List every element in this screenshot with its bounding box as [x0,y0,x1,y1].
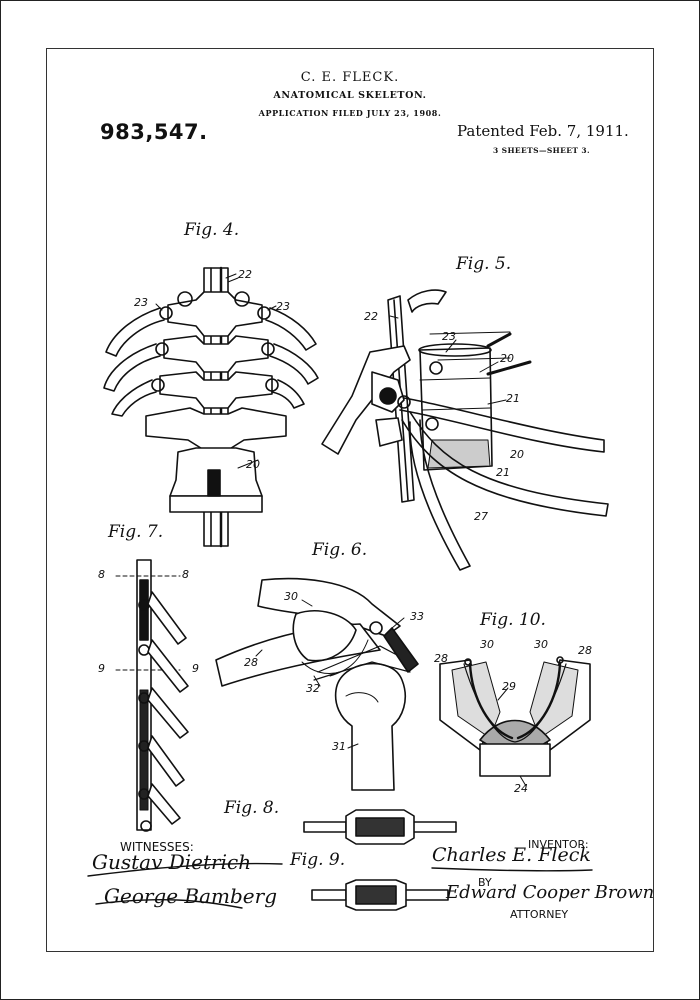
ref-numeral: 30 [534,638,548,651]
fig10-joint-drawing [439,656,591,777]
inventor-name: C. E. FLECK. [300,70,400,85]
fig5-label: Fig. 5. [456,254,512,274]
fig7-chain-drawing [115,559,189,832]
sheet-count: 3 SHEETS—SHEET 3. [493,146,591,155]
ref-numeral: 20 [510,448,524,461]
fig10-label: Fig. 10. [480,610,546,630]
witness-signature-2: George Bamberg [104,884,277,908]
ref-numeral: 28 [578,644,592,657]
attorney-label: ATTORNEY [510,908,569,921]
witness-signature-1: Gustav Dietrich [92,850,252,874]
ref-numeral: 21 [496,466,510,479]
fig4-label: Fig. 4. [184,220,240,240]
ref-numeral: 24 [514,782,528,795]
ref-numeral: 33 [410,610,424,623]
ref-numeral: 29 [502,680,516,693]
fig8-label: Fig. 8. [224,798,280,818]
ref-numeral: 30 [284,590,298,603]
witnesses-label: WITNESSES: [120,840,194,854]
ref-numeral: 23 [442,330,456,343]
ref-numeral: 21 [506,392,520,405]
fig5-side-drawing [321,289,609,571]
fig8-connector-drawing [303,809,457,845]
ref-numeral: 28 [434,652,448,665]
fig9-connector-drawing [311,879,449,911]
filing-date: APPLICATION FILED JULY 23, 1908. [258,108,442,118]
patent-title: ANATOMICAL SKELETON. [273,90,427,101]
ref-numeral: 9 [98,662,105,675]
fig7-label: Fig. 7. [108,522,164,542]
ref-numeral: 23 [134,296,148,309]
inventor-signature: Charles E. Fleck [432,844,591,866]
ref-numeral: 20 [246,458,260,471]
ref-numeral: 22 [364,310,378,323]
fig6-label: Fig. 6. [312,540,368,560]
ref-numeral: 31 [332,740,346,753]
patent-number: 983,547. [100,120,208,144]
ref-numeral: 8 [98,568,105,581]
patented-date: Patented Feb. 7, 1911. [457,122,629,140]
ref-numeral: 32 [306,682,320,695]
ref-numeral: 8 [182,568,189,581]
inventor-label: INVENTOR: [528,838,589,851]
fig4-spine-drawing [103,266,319,548]
fig9-label: Fig. 9. [290,850,346,870]
ref-numeral: 23 [276,300,290,313]
ref-numeral: 27 [474,510,488,523]
ref-numeral: 30 [480,638,494,651]
attorney-signature: Edward Cooper Brown [446,882,655,903]
ref-numeral: 20 [500,352,514,365]
by-label: BY [478,876,492,889]
ref-numeral: 28 [244,656,258,669]
ref-numeral: 22 [238,268,252,281]
ref-numeral: 9 [192,662,199,675]
fig6-shoulder-drawing [215,577,419,791]
